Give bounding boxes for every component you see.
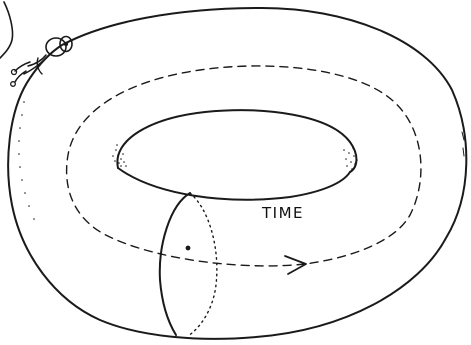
time-loop-path — [67, 66, 421, 266]
time-section-point — [186, 246, 191, 251]
torus-right-shading — [462, 132, 464, 156]
torus-left-shading — [18, 101, 35, 220]
torus-outer-outline — [8, 8, 466, 339]
torus-hole-front-edge — [118, 168, 350, 200]
cross-section-back — [188, 193, 217, 336]
hole-shading — [112, 141, 358, 170]
cross-section-front — [160, 193, 190, 335]
speech-bubble-icon — [0, 2, 13, 58]
time-label: TIME — [261, 204, 304, 222]
torus-hole-back-edge — [117, 110, 356, 172]
